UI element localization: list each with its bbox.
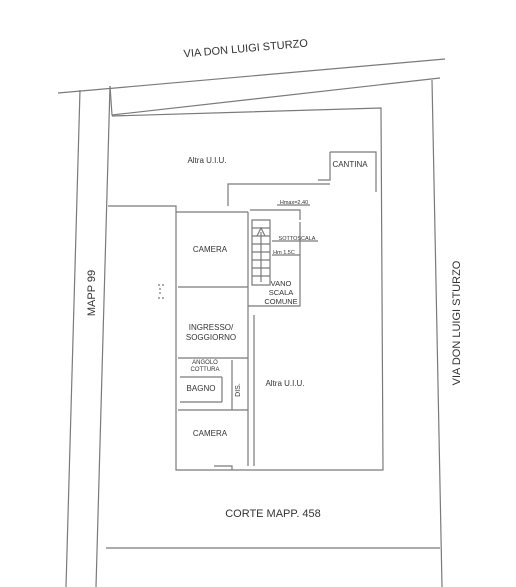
stair-landing-wall bbox=[250, 209, 301, 220]
upper-partition bbox=[227, 183, 330, 206]
altra-uiu-top-label: Altra U.I.U. bbox=[187, 156, 226, 165]
hmax-annotation: Hmax=2.40 bbox=[280, 200, 308, 206]
left-door bbox=[158, 284, 166, 299]
left-mapp-label: MAPP 99 bbox=[86, 270, 98, 316]
camera-bottom-label: CAMERA bbox=[193, 429, 228, 438]
vano-label-1: VANO bbox=[271, 279, 292, 288]
bagno-label: BAGNO bbox=[187, 384, 216, 393]
ingresso-label-1: INGRESSO/ bbox=[189, 323, 234, 332]
stair-outline bbox=[251, 219, 271, 286]
vano-scala-room bbox=[248, 222, 301, 307]
angolo-label-1: ANGOLO bbox=[192, 360, 218, 366]
cantina-door bbox=[318, 152, 331, 181]
vano-label-2: SCALA bbox=[269, 288, 294, 297]
bottom-court-label: CORTE MAPP. 458 bbox=[225, 508, 321, 520]
stair-arrow bbox=[256, 226, 266, 282]
left-street-line-outer bbox=[65, 89, 81, 587]
left-street-line-inner bbox=[95, 85, 111, 587]
cantina-room bbox=[330, 151, 377, 192]
cantina-label: CANTINA bbox=[332, 160, 368, 169]
altra-uiu-right-label: Altra U.I.U. bbox=[265, 379, 304, 388]
vano-label-3: COMUNE bbox=[264, 297, 297, 306]
angolo-label-2: COTTURA bbox=[191, 367, 220, 373]
camera-top-label: CAMERA bbox=[193, 245, 228, 254]
right-lot-line bbox=[431, 79, 443, 587]
sottoscala-annotation: SOTTOSCALA bbox=[279, 236, 316, 242]
right-street-label: VIA DON LUIGI STURZO bbox=[451, 260, 463, 385]
top-street-line-inner bbox=[109, 77, 441, 116]
building-outline bbox=[108, 107, 384, 471]
dis-label: DIS. bbox=[235, 383, 242, 397]
ingresso-label-2: SOGGIORNO bbox=[186, 333, 236, 342]
bottom-entrance bbox=[214, 465, 233, 470]
hmin-annotation: Hm 1.5C bbox=[273, 250, 295, 256]
top-street-label: VIA DON LUIGI STURZO bbox=[183, 38, 309, 61]
top-street-line-outer bbox=[57, 58, 446, 94]
